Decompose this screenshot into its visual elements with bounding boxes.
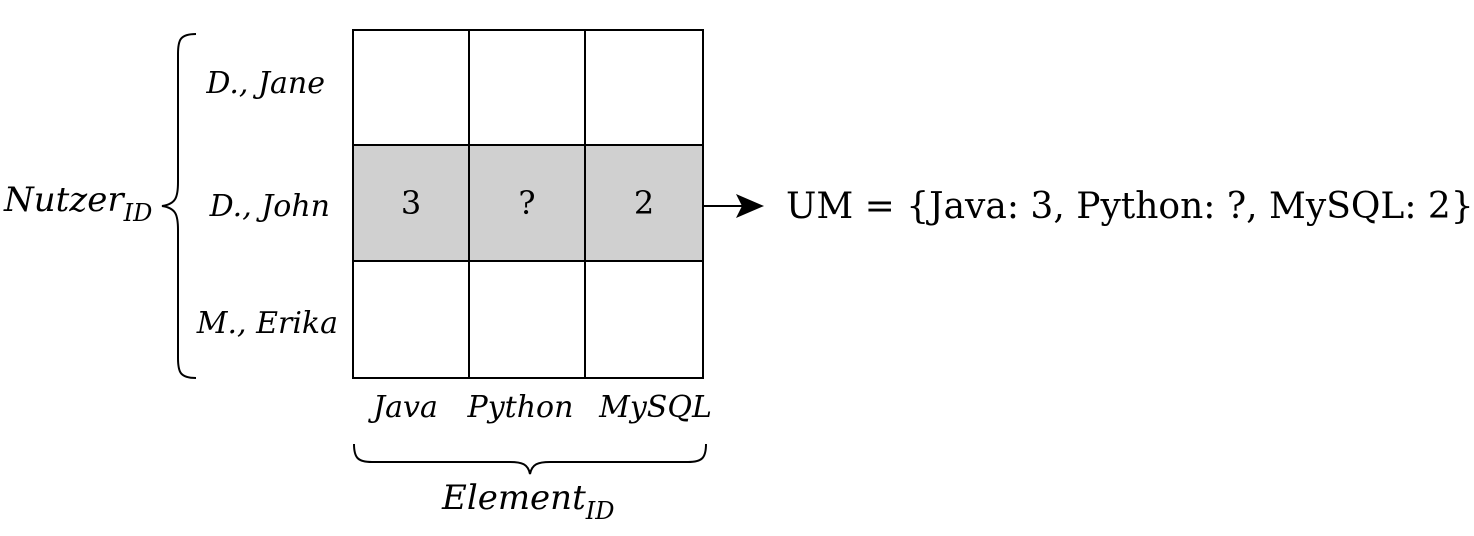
user-brace [161, 33, 197, 379]
matrix-cell [470, 31, 586, 147]
column-label-python: Python [467, 390, 574, 425]
matrix-cell-highlighted: ? [470, 146, 586, 262]
matrix-cell-highlighted: 2 [586, 146, 702, 262]
matrix-cell [354, 261, 470, 377]
matrix-cell [586, 262, 702, 377]
row-label-jane: D., Jane [206, 66, 325, 101]
matrix-cell-highlighted: 3 [354, 146, 470, 262]
arrow-right-icon [702, 194, 764, 218]
column-label-mysql: MySQL [599, 390, 712, 425]
row-label-erika: M., Erika [196, 306, 338, 341]
matrix-cell [354, 31, 470, 147]
column-label-java: Java [373, 390, 438, 425]
rating-matrix: 3 ? 2 [352, 29, 704, 379]
user-axis-title: NutzerID [4, 180, 153, 227]
matrix-cell [470, 261, 586, 377]
user-model-result: UM = {Java: 3, Python: ?, MySQL: 2} [786, 186, 1474, 227]
element-axis-title: ElementID [442, 478, 615, 525]
row-label-john: D., John [209, 189, 330, 224]
element-brace [353, 443, 707, 475]
matrix-cell [586, 31, 702, 147]
